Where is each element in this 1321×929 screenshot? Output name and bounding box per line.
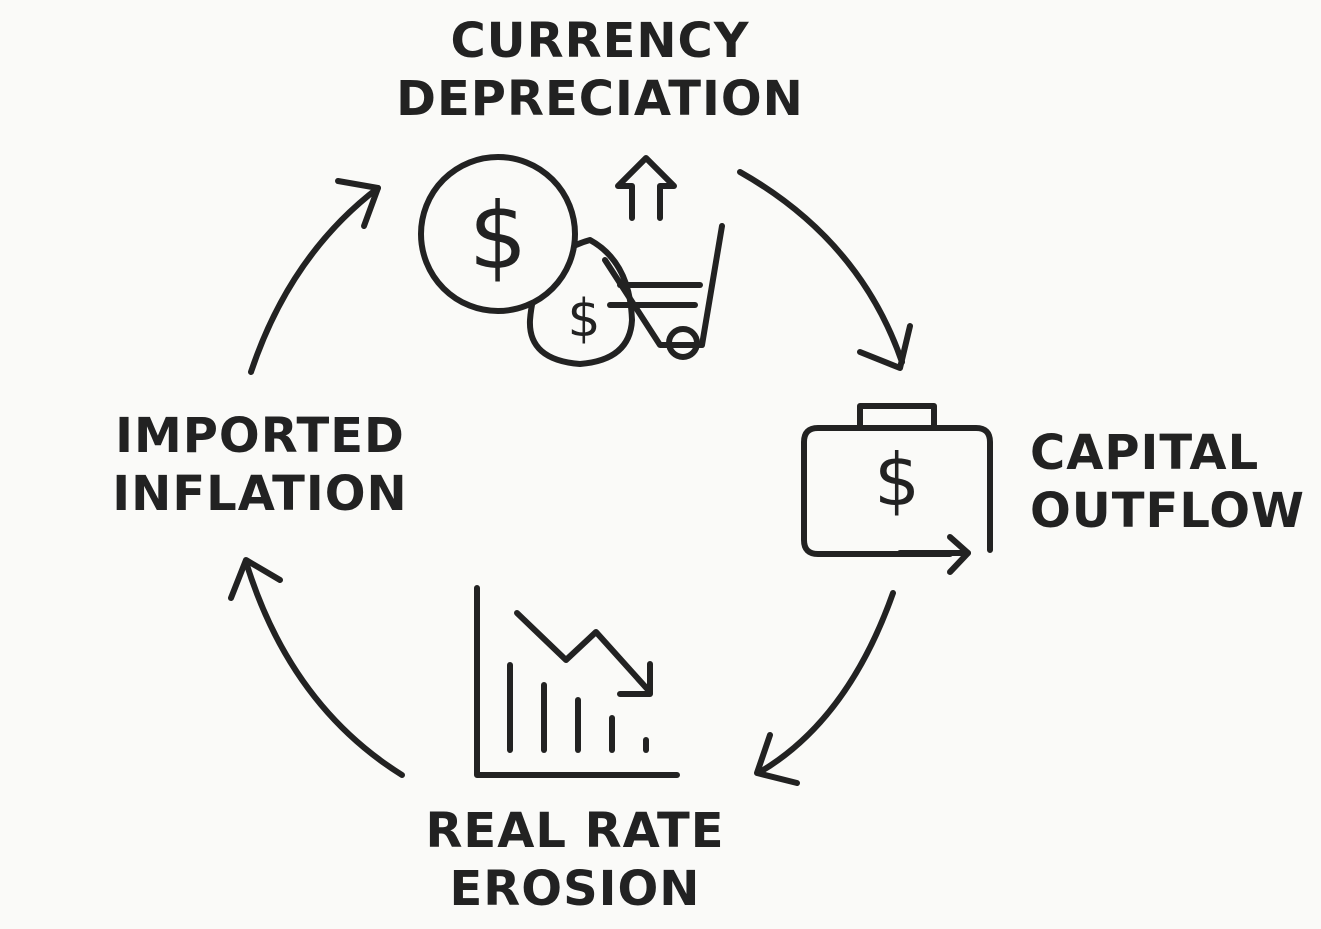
label-line: CURRENCY <box>450 13 750 69</box>
coin-dollar-large: $ <box>469 183 528 290</box>
briefcase-dollar-icon: $ <box>801 403 993 575</box>
label-real-rate-erosion: REAL RATE EROSION <box>395 802 755 918</box>
label-line: EROSION <box>449 861 701 917</box>
label-line: OUTFLOW <box>1030 483 1305 539</box>
label-currency-depreciation: CURRENCY DEPRECIATION <box>380 12 820 128</box>
label-line: INFLATION <box>112 466 408 522</box>
coin-dollar-small: $ <box>567 289 600 349</box>
label-imported-inflation: IMPORTED INFLATION <box>95 407 425 523</box>
arrow-inflation-to-depreciation <box>248 178 381 375</box>
arrow-depreciation-to-outflow <box>737 169 913 371</box>
declining-chart-icon <box>474 585 680 778</box>
label-line: CAPITAL <box>1030 425 1260 481</box>
label-line: REAL RATE <box>425 803 725 859</box>
briefcase-dollar: $ <box>874 438 920 522</box>
label-line: IMPORTED <box>115 408 405 464</box>
label-capital-outflow: CAPITAL OUTFLOW <box>1030 424 1320 540</box>
money-cart-icon: $ $ <box>418 154 725 367</box>
arrow-erosion-to-inflation <box>228 557 405 778</box>
label-line: DEPRECIATION <box>396 71 804 127</box>
arrow-outflow-to-erosion <box>754 590 896 786</box>
